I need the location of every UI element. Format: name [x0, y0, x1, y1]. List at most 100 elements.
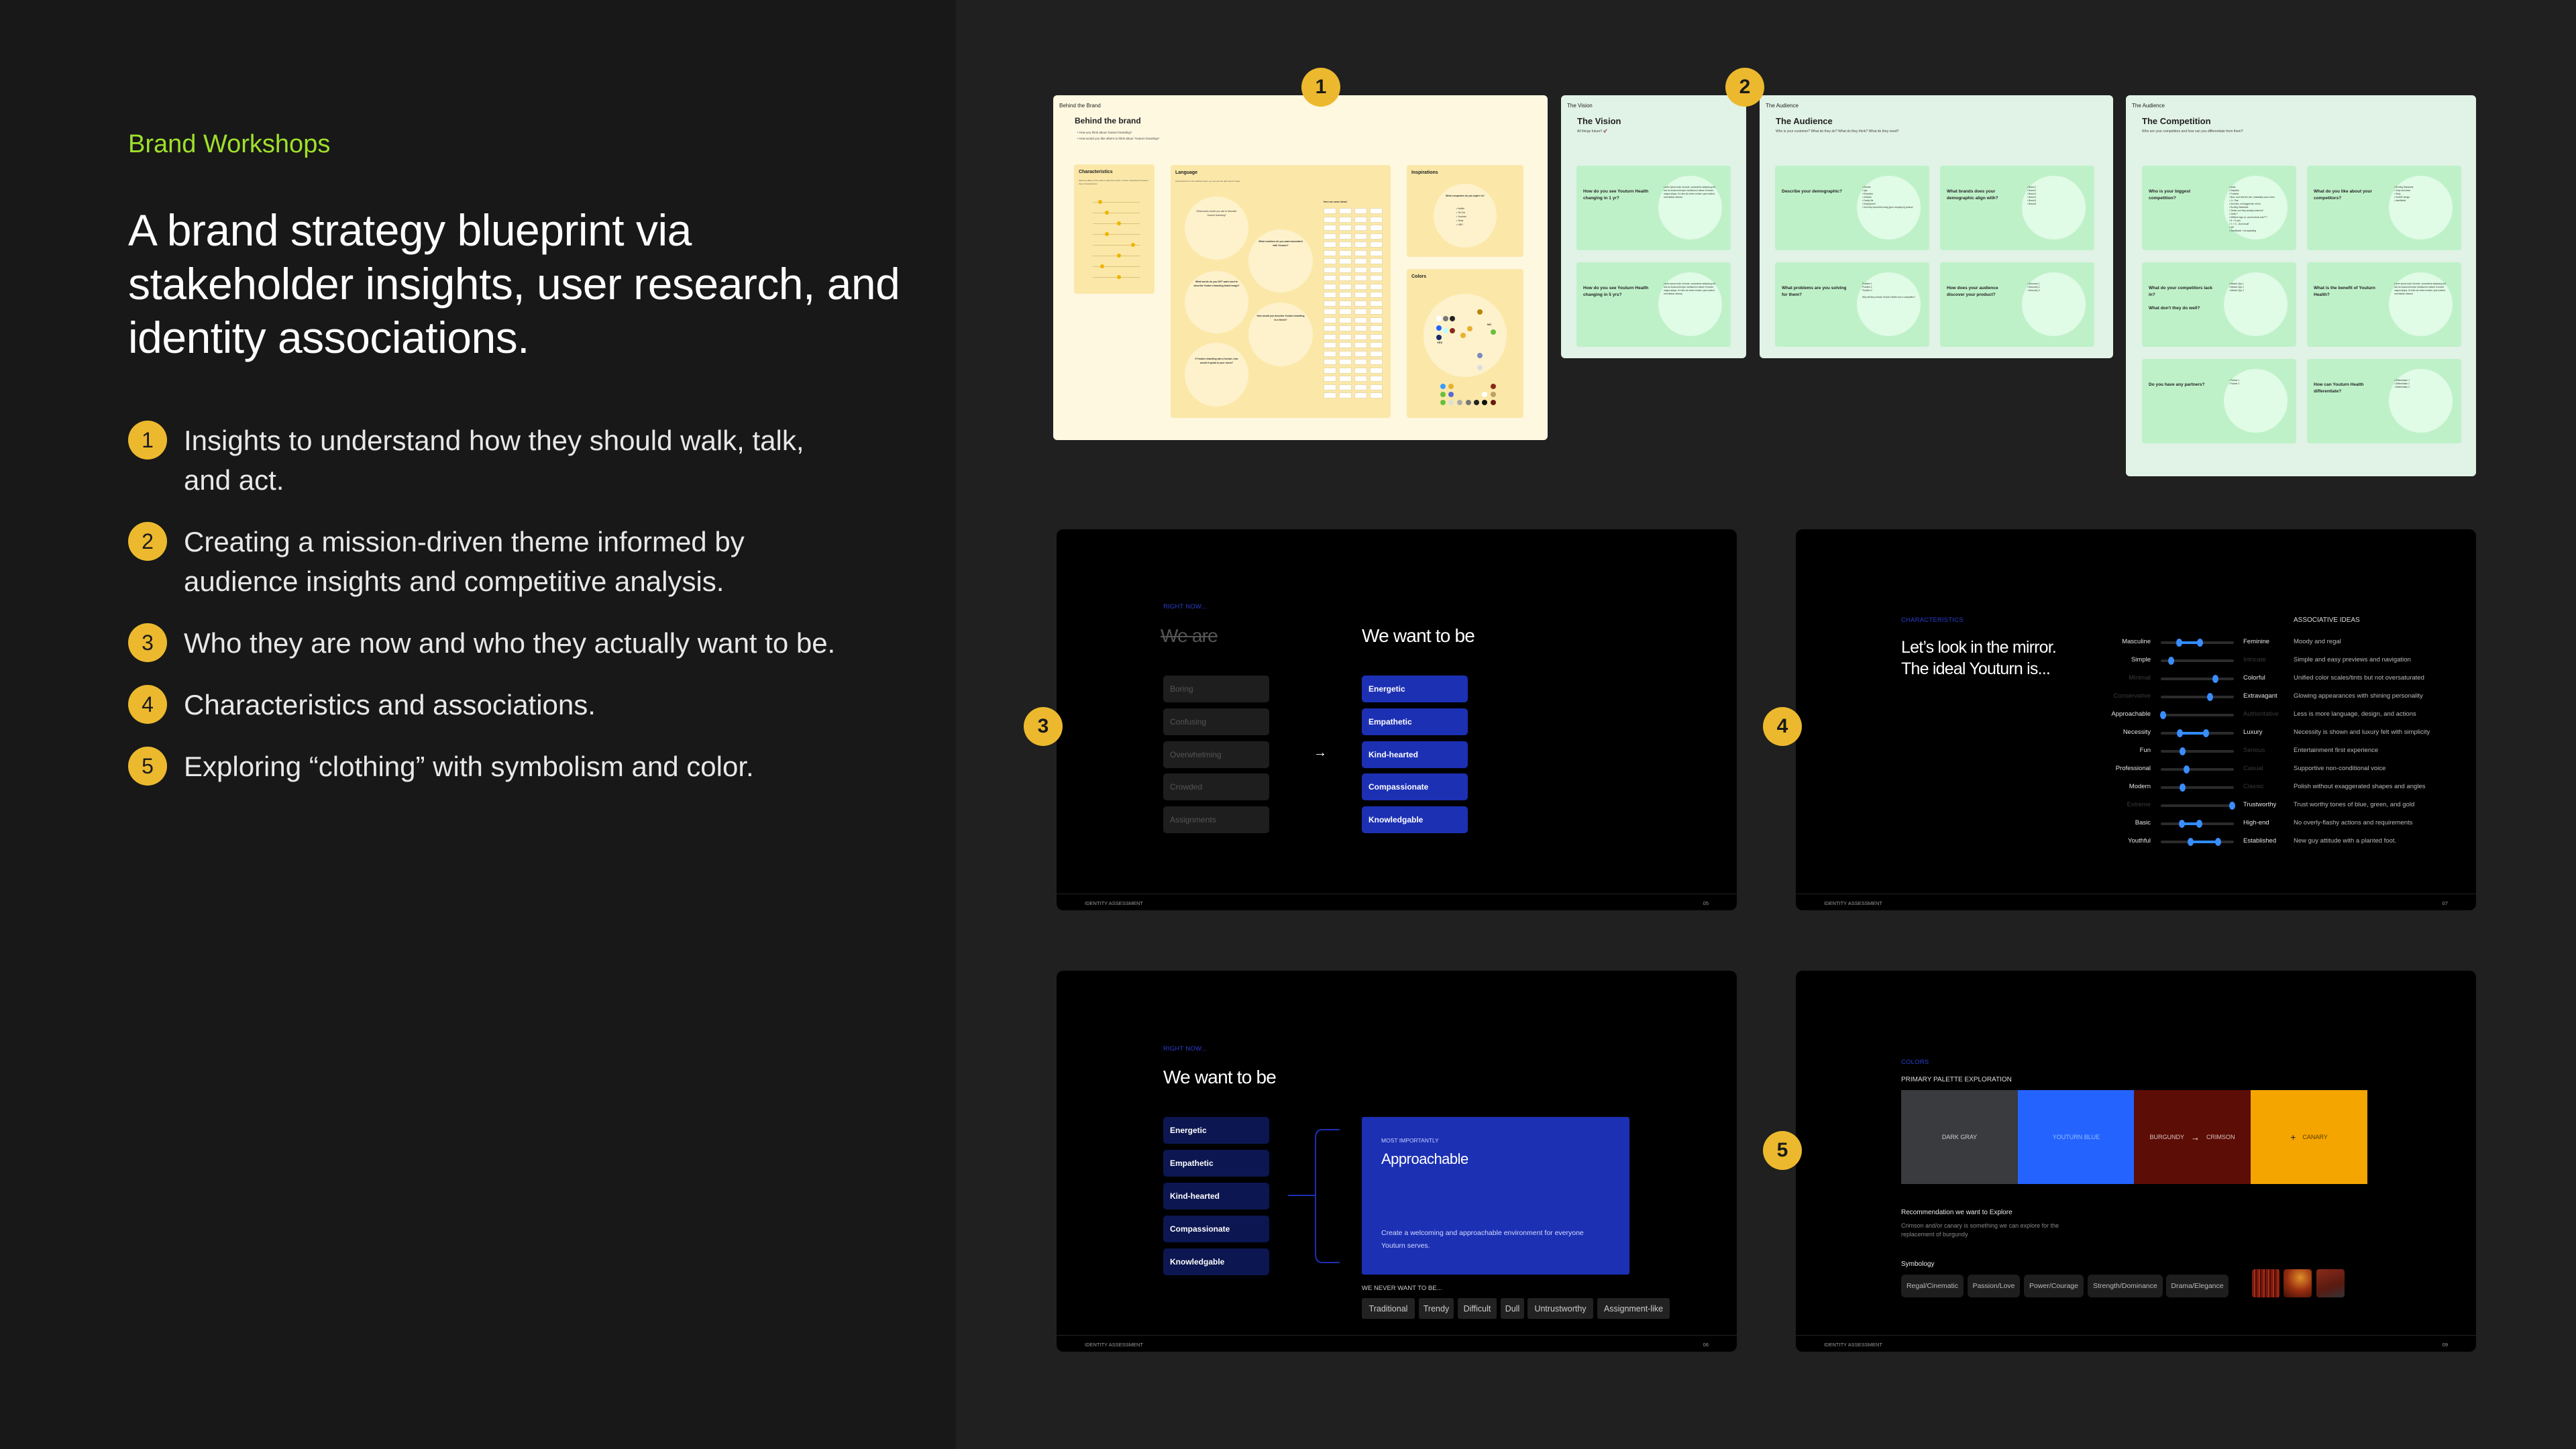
slider-handle[interactable] — [2176, 639, 2182, 647]
idea-word-chip — [1370, 216, 1383, 223]
color-dot — [1448, 392, 1454, 397]
slider-track[interactable] — [2161, 675, 2234, 683]
highlight-card: MOST IMPORTANTLY Approachable Create a w… — [1362, 1117, 1629, 1275]
idea-word-chip — [1354, 266, 1367, 273]
slide-page-number: 09 — [2442, 1342, 2448, 1348]
slider-track[interactable] — [2161, 639, 2234, 647]
slider-handle[interactable] — [2206, 693, 2213, 701]
panel-title: Colors — [1411, 274, 1427, 279]
question-bubble: If Youturn branding was a human, how wou… — [1185, 343, 1248, 407]
question-card: What do you like about your competitors?… — [2307, 166, 2461, 250]
slide-now-vs-want[interactable]: RIGHT NOW... We are We want to be Boring… — [1057, 529, 1737, 910]
slider-handle[interactable] — [2167, 657, 2174, 665]
slider-handle[interactable] — [2183, 765, 2190, 773]
slide-kicker: RIGHT NOW... — [1163, 1045, 1208, 1053]
idea-word-chip — [1339, 300, 1352, 307]
color-dot — [1491, 329, 1496, 335]
slider-track[interactable] — [2161, 784, 2234, 792]
slider-right-label: Established — [2243, 837, 2277, 845]
step-badge-4: 4 — [1763, 707, 1802, 746]
idea-word-chip — [1354, 350, 1367, 357]
slider-handle[interactable] — [2212, 675, 2219, 683]
idea-word-chip — [1354, 258, 1367, 264]
slider-track[interactable] — [2161, 657, 2234, 665]
slider-range — [2180, 732, 2206, 735]
slider-track[interactable] — [2161, 838, 2234, 846]
swatch-label: BURGUNDY — [2149, 1134, 2184, 1140]
answer-bubble — [1658, 272, 1722, 336]
board-vision[interactable]: The Vision The Vision All things future!… — [1561, 95, 1746, 358]
color-dot — [1466, 400, 1471, 405]
slider-range — [2182, 822, 2200, 825]
panel-title: Characteristics — [1079, 170, 1113, 174]
answer-bubble — [2389, 369, 2453, 433]
slider-track[interactable] — [2161, 802, 2236, 810]
answer-bubble — [2022, 176, 2086, 239]
slider-handle[interactable] — [2214, 838, 2221, 846]
idea-word-chip — [1370, 292, 1383, 298]
idea-word-chip — [1354, 283, 1367, 290]
card-question: What problems are you solving for them? — [1782, 286, 1847, 297]
slider-handle[interactable] — [2176, 729, 2183, 737]
mini-slider-handle — [1116, 221, 1121, 225]
slider-track[interactable] — [2161, 729, 2234, 737]
idea-word-chip — [1339, 367, 1352, 374]
idea-word-chip — [1370, 300, 1383, 307]
idea-word-chip — [1339, 384, 1352, 390]
slider-handle[interactable] — [2203, 729, 2210, 737]
never-label: WE NEVER WANT TO BE... — [1362, 1285, 1442, 1292]
slider-handle[interactable] — [2229, 802, 2236, 810]
board-behind-the-brand[interactable]: Behind the Brand Behind the brand • How … — [1053, 95, 1548, 440]
headline: A brand strategy blueprint via stakehold… — [128, 205, 900, 362]
idea-word-chip — [1324, 384, 1336, 390]
slider-handle[interactable] — [2180, 784, 2186, 792]
slide-approachable[interactable]: RIGHT NOW... We want to be Energetic Emp… — [1057, 971, 1737, 1352]
slider-track[interactable] — [2161, 765, 2234, 773]
color-dot — [1491, 400, 1496, 405]
slider-track[interactable] — [2159, 711, 2234, 719]
slider-handle[interactable] — [2179, 820, 2186, 828]
question-card: How do you see Youturn Health changing i… — [1576, 166, 1731, 250]
card-question: How do you see Youturn Health changing i… — [1583, 286, 1649, 297]
board-title: The Audience — [1776, 116, 1833, 126]
slider-handle[interactable] — [2188, 838, 2194, 846]
step-text: Exploring “clothing” with symbolism and … — [184, 751, 754, 782]
swatch-label: CANARY — [2302, 1134, 2328, 1140]
idea-word-chip — [1339, 317, 1352, 323]
slider-handle[interactable] — [2180, 747, 2186, 755]
step-number-badge: 2 — [128, 522, 167, 561]
slide-colors[interactable]: COLORS PRIMARY PALETTE EXPLORATION DARK … — [1796, 971, 2476, 1352]
symbology-chip: Strength/Dominance — [2088, 1275, 2163, 1297]
mini-slider-handle — [1100, 264, 1104, 268]
slide-characteristics[interactable]: CHARACTERISTICS Let’s look in the mirror… — [1796, 529, 2476, 910]
idea-word-chip — [1324, 266, 1336, 273]
idea-word-chip — [1324, 333, 1336, 340]
board-audience[interactable]: The Audience The Audience Who is your cu… — [1760, 95, 2113, 358]
idea-word-chip — [1370, 367, 1383, 374]
ideas-label: Here are some ideas! — [1324, 201, 1348, 203]
step-text: Creating a mission-driven theme informed… — [184, 526, 745, 597]
question-bubble: What emotions do you want associated wit… — [1248, 229, 1313, 292]
slider-handle[interactable] — [2159, 711, 2166, 719]
no-label: NO — [1487, 323, 1491, 326]
mini-slider-handle — [1097, 200, 1102, 204]
card-answer: Lorem ipsum dolor sit amet, consectetur … — [1664, 186, 1716, 199]
slider-handle[interactable] — [2196, 820, 2203, 828]
mini-slider — [1093, 221, 1140, 225]
color-dot — [1440, 384, 1446, 389]
idea-word-chip — [1324, 300, 1336, 307]
we-are-heading: We are — [1161, 625, 1218, 646]
slider-left-label: Masculine — [2122, 638, 2151, 645]
slider-track[interactable] — [2161, 693, 2234, 701]
color-dot — [1443, 316, 1448, 321]
idea-word-chip — [1324, 392, 1336, 398]
slide-page-number: 06 — [1703, 1342, 1709, 1348]
idea-word-chip — [1354, 333, 1367, 340]
slider-handle[interactable] — [2197, 639, 2204, 647]
board-competition[interactable]: The Audience The Competition Who are you… — [2126, 95, 2476, 476]
slide-page-number: 07 — [2442, 900, 2448, 906]
slider-track[interactable] — [2161, 747, 2234, 755]
slider-track[interactable] — [2161, 820, 2234, 828]
